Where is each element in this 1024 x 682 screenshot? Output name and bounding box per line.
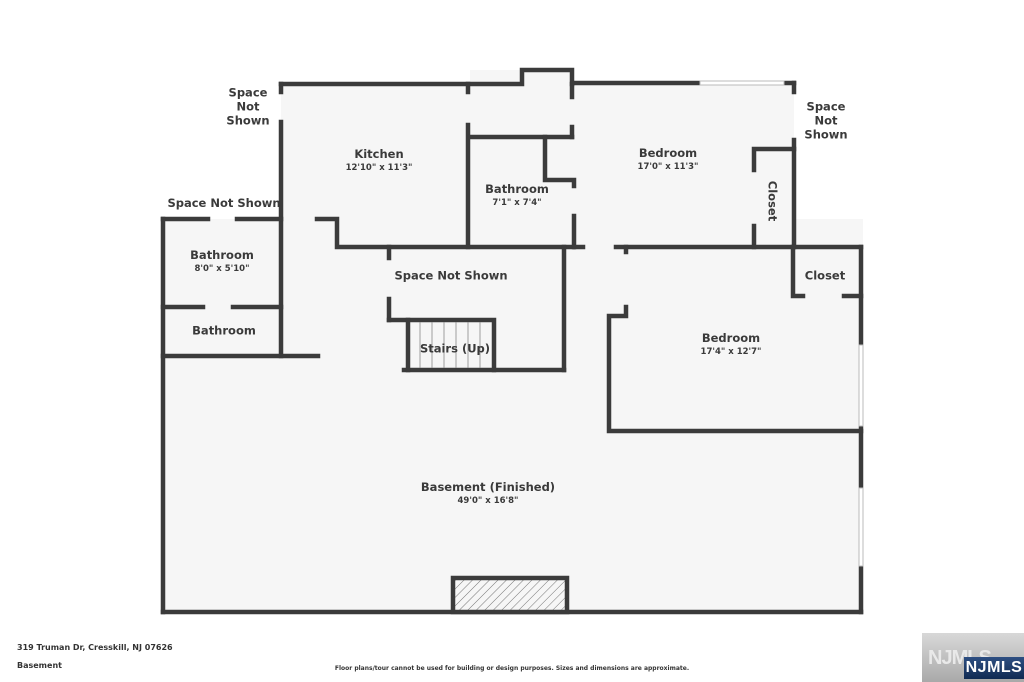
room-bedroom-2: Bedroom 17'4" x 12'7" (700, 331, 762, 358)
label-line: Shown (226, 112, 270, 127)
label-line: Space (228, 85, 268, 100)
room-dimensions: 17'4" x 12'7" (700, 347, 762, 358)
room-name: Space Not Shown (394, 268, 508, 283)
label-line: Not (814, 113, 838, 128)
njmls-watermark: NJMLS NJMLS (922, 633, 1024, 682)
room-name: Closet (804, 268, 846, 283)
room-bedroom-1: Bedroom 17'0" x 11'3" (637, 146, 699, 173)
label-line: Shown (804, 126, 848, 141)
room-name: Basement (Finished) (420, 480, 556, 495)
label-space-not-shown-topleft: Space Not Shown (226, 86, 269, 127)
room-closet-1: Closet (765, 180, 780, 222)
room-dimensions: 8'0" x 5'10" (194, 264, 250, 275)
windows (699, 80, 864, 567)
room-dimensions: 17'0" x 11'3" (637, 162, 699, 173)
room-name: Bathroom (192, 323, 256, 338)
room-basement: Basement (Finished) 49'0" x 16'8" (420, 480, 556, 507)
fireplace (450, 575, 570, 615)
room-name: Stairs (Up) (419, 341, 491, 356)
room-name: Bedroom (638, 146, 698, 161)
room-dimensions: 12'10" x 11'3" (345, 163, 413, 174)
footer-disclaimer: Floor plans/tour cannot be used for buil… (334, 665, 690, 672)
room-space-not-shown-center: Space Not Shown (394, 269, 507, 282)
room-dimensions: 7'1" x 7'4" (492, 198, 542, 209)
room-kitchen: Kitchen 12'10" x 11'3" (345, 147, 413, 174)
label-line: Space Not Shown (167, 196, 281, 211)
room-name: Closet (765, 180, 780, 222)
room-dimensions: 49'0" x 16'8" (457, 496, 519, 507)
njmls-logo-badge: NJMLS (964, 657, 1024, 679)
room-bathroom-small: Bathroom (192, 324, 256, 337)
label-space-not-shown-left: Space Not Shown (167, 196, 281, 211)
stairs-treads (419, 322, 481, 368)
label-space-not-shown-topright: Space Not Shown (804, 100, 847, 141)
label-line: Space (806, 99, 846, 114)
room-name: Bathroom (190, 248, 254, 263)
room-closet-2: Closet (805, 269, 845, 282)
room-name: Bathroom (485, 182, 549, 197)
footer-floor-name: Basement (17, 661, 62, 670)
label-line: Not (236, 99, 260, 114)
room-name: Kitchen (354, 147, 404, 162)
room-bathroom-left: Bathroom 8'0" x 5'10" (190, 248, 254, 275)
room-name: Bedroom (701, 331, 761, 346)
footer-address: 319 Truman Dr, Cresskill, NJ 07626 (17, 643, 173, 652)
room-bathroom-upper: Bathroom 7'1" x 7'4" (485, 182, 549, 209)
room-stairs: Stairs (Up) (420, 342, 490, 355)
